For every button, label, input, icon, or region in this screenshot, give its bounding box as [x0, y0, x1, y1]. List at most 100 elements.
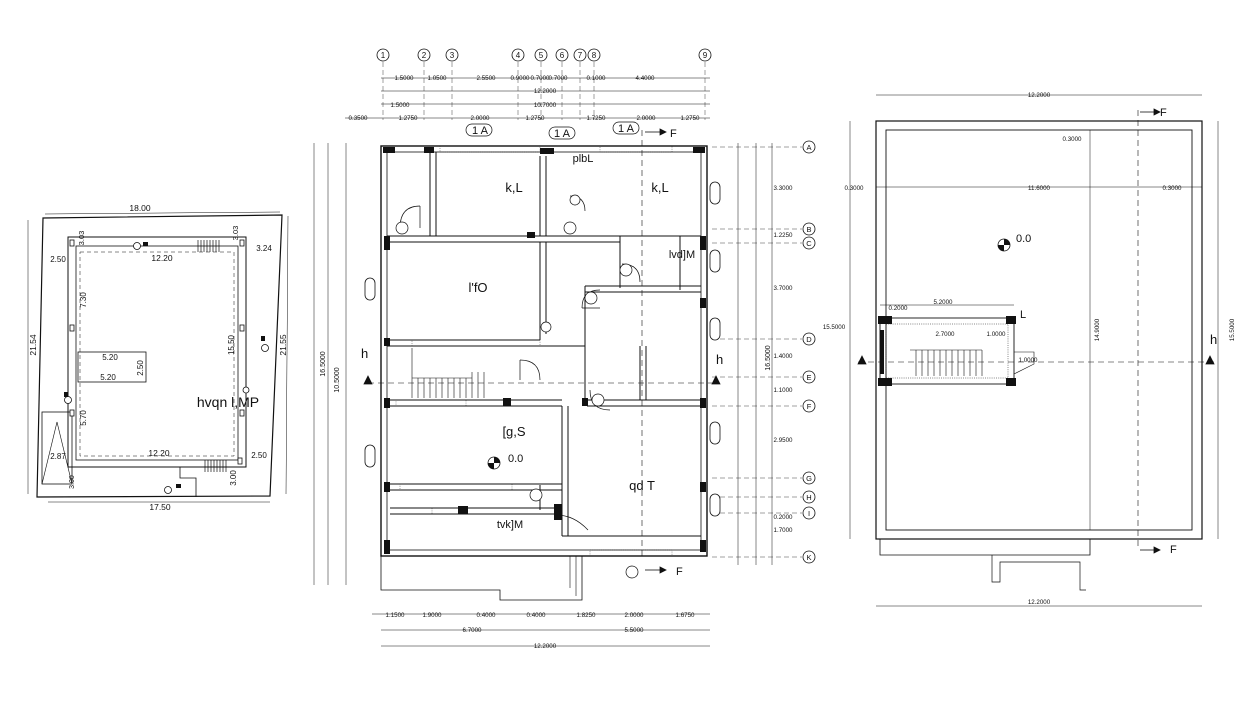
roof-inner-height: 14.9000: [1094, 318, 1101, 341]
right-dim: 3.7000: [774, 285, 793, 292]
grid-row-label: B: [806, 225, 811, 234]
top-dim-row1: 2.5500: [477, 75, 496, 82]
top-dim-row1: 1.0500: [428, 75, 447, 82]
grid-row-bubble: [802, 550, 816, 564]
grid-column-label: 4: [516, 51, 521, 60]
grid-column-label: 2: [422, 51, 427, 60]
section-mark-2: 1 A: [554, 128, 571, 140]
roof-plan: [849, 94, 1219, 607]
grid-row-label: A: [806, 143, 811, 152]
room-bedroom: qd T: [629, 478, 655, 493]
top-dim-row3: 1.7250: [587, 115, 606, 122]
grid-row-bubble: [802, 236, 816, 250]
grid-column-bubble: [511, 48, 525, 62]
floor-side-mark-left: h: [361, 346, 368, 361]
grid-column-bubble: [698, 48, 712, 62]
floor-plan-labels: k,L k,L l'fO [g,S qd T plbL tvk]M lvd]M …: [320, 123, 772, 578]
grid-row-label: H: [806, 493, 811, 502]
site-building-outline: [67, 236, 247, 468]
roof-stair-treads: [910, 349, 983, 376]
roof-bottom-width: 12.2000: [1028, 599, 1051, 606]
site-right-offset: 2.50: [251, 451, 267, 460]
top-overall-1: 12.2000: [534, 88, 557, 95]
roof-stair-landing: 1.0000: [987, 331, 1006, 338]
right-dim: 1.2250: [774, 232, 793, 239]
site-stair-top: [197, 240, 220, 252]
grid-row-bubble: [802, 222, 816, 236]
floor-side-mark-right: h: [716, 352, 723, 367]
grid-row-bubble: [802, 332, 816, 346]
grid-row-label: E: [806, 373, 811, 382]
roof-left-edge: 0.3000: [845, 185, 864, 192]
grid-row-bubble: [802, 399, 816, 413]
top-segment-1: 1.5000: [391, 102, 410, 109]
top-dim-row1: 0.7000: [531, 75, 550, 82]
grid-column-label: 1: [381, 51, 386, 60]
roof-side-mark: h: [1210, 332, 1217, 347]
site-building-dashed: [79, 251, 235, 457]
site-right-height: 21.55: [278, 334, 288, 356]
bottom-dim-row2: 6.7000: [463, 627, 482, 634]
floor-level-label: 0.0: [508, 453, 523, 465]
site-room-label: hvqn l,MP: [197, 394, 259, 410]
site-bottom-right: 3.00: [229, 470, 238, 486]
roof-outer: [875, 120, 1203, 540]
right-dim: 1.1000: [774, 387, 793, 394]
section-mark-1: 1 A: [472, 125, 489, 137]
roof-left-height: 15.5000: [823, 324, 846, 331]
room-kitchen-left: k,L: [505, 180, 522, 195]
right-dim: 1.7000: [774, 527, 793, 534]
grid-row-label: I: [808, 509, 810, 518]
site-left-depth: 7.30: [79, 292, 88, 308]
right-dim: 3.3000: [774, 185, 793, 192]
roof-top-edge: 0.3000: [1063, 136, 1082, 143]
right-dim: 1.4000: [774, 353, 793, 360]
site-plan-labels: 18.00 21.54 21.55 17.50 12.20 12.20 2.50…: [28, 203, 288, 512]
bottom-dim-row1: 1.8250: [577, 612, 596, 619]
grid-column-bubble: [417, 48, 431, 62]
floor-windows: [364, 181, 721, 517]
roof-stair-depth: 1.0000: [1019, 357, 1038, 364]
bottom-dim-row1: 1.6750: [676, 612, 695, 619]
grid-column-bubble: [587, 48, 601, 62]
bottom-overall: 12.2000: [534, 643, 557, 650]
roof-top-width: 12.2000: [1028, 92, 1051, 99]
grid-column-bubble: [376, 48, 390, 62]
site-small-height: 2.50: [136, 360, 145, 376]
roof-level-label: 0.0: [1016, 233, 1031, 245]
grid-row-label: D: [806, 335, 812, 344]
floor-section-letter-top: F: [670, 128, 677, 140]
roof-label-l: L: [1020, 309, 1026, 321]
top-dim-row1: 0.9000: [511, 75, 530, 82]
grid-column-label: 8: [592, 51, 597, 60]
roof-right-edge: 0.3000: [1163, 185, 1182, 192]
grid-row-bubble: [802, 471, 816, 485]
bottom-dim-row2: 5.5000: [625, 627, 644, 634]
bottom-dim-row1: 0.4000: [527, 612, 546, 619]
site-bottom-width: 17.50: [149, 502, 171, 512]
site-corner-box: [41, 411, 73, 485]
floor-left-inner: 10.5000: [334, 367, 341, 392]
site-inner-top: 12.20: [151, 253, 173, 263]
site-boundary: [36, 214, 283, 498]
grid-row-label: C: [806, 239, 812, 248]
top-dim-row3: 1.2750: [526, 115, 545, 122]
grid-column-label: 6: [560, 51, 565, 60]
right-dim: 0.2000: [774, 514, 793, 521]
floor-left-overall: 16.5000: [320, 351, 327, 376]
site-plan: [27, 211, 289, 503]
right-dim: 2.9500: [774, 437, 793, 444]
grid-column-bubble: [573, 48, 587, 62]
site-building-inner: [75, 245, 239, 461]
site-left-height: 21.54: [28, 334, 38, 356]
grid-column-label: 9: [703, 51, 708, 60]
grid-row-label: K: [806, 553, 811, 562]
roof-inner-width: 11.6000: [1028, 185, 1050, 192]
bottom-dim-row1: 2.0000: [625, 612, 644, 619]
site-corner-left: 3.03: [77, 231, 86, 246]
top-dim-row1: 1.5000: [395, 75, 414, 82]
site-top-width: 18.00: [129, 203, 151, 213]
top-dim-row3: 1.2750: [399, 115, 418, 122]
